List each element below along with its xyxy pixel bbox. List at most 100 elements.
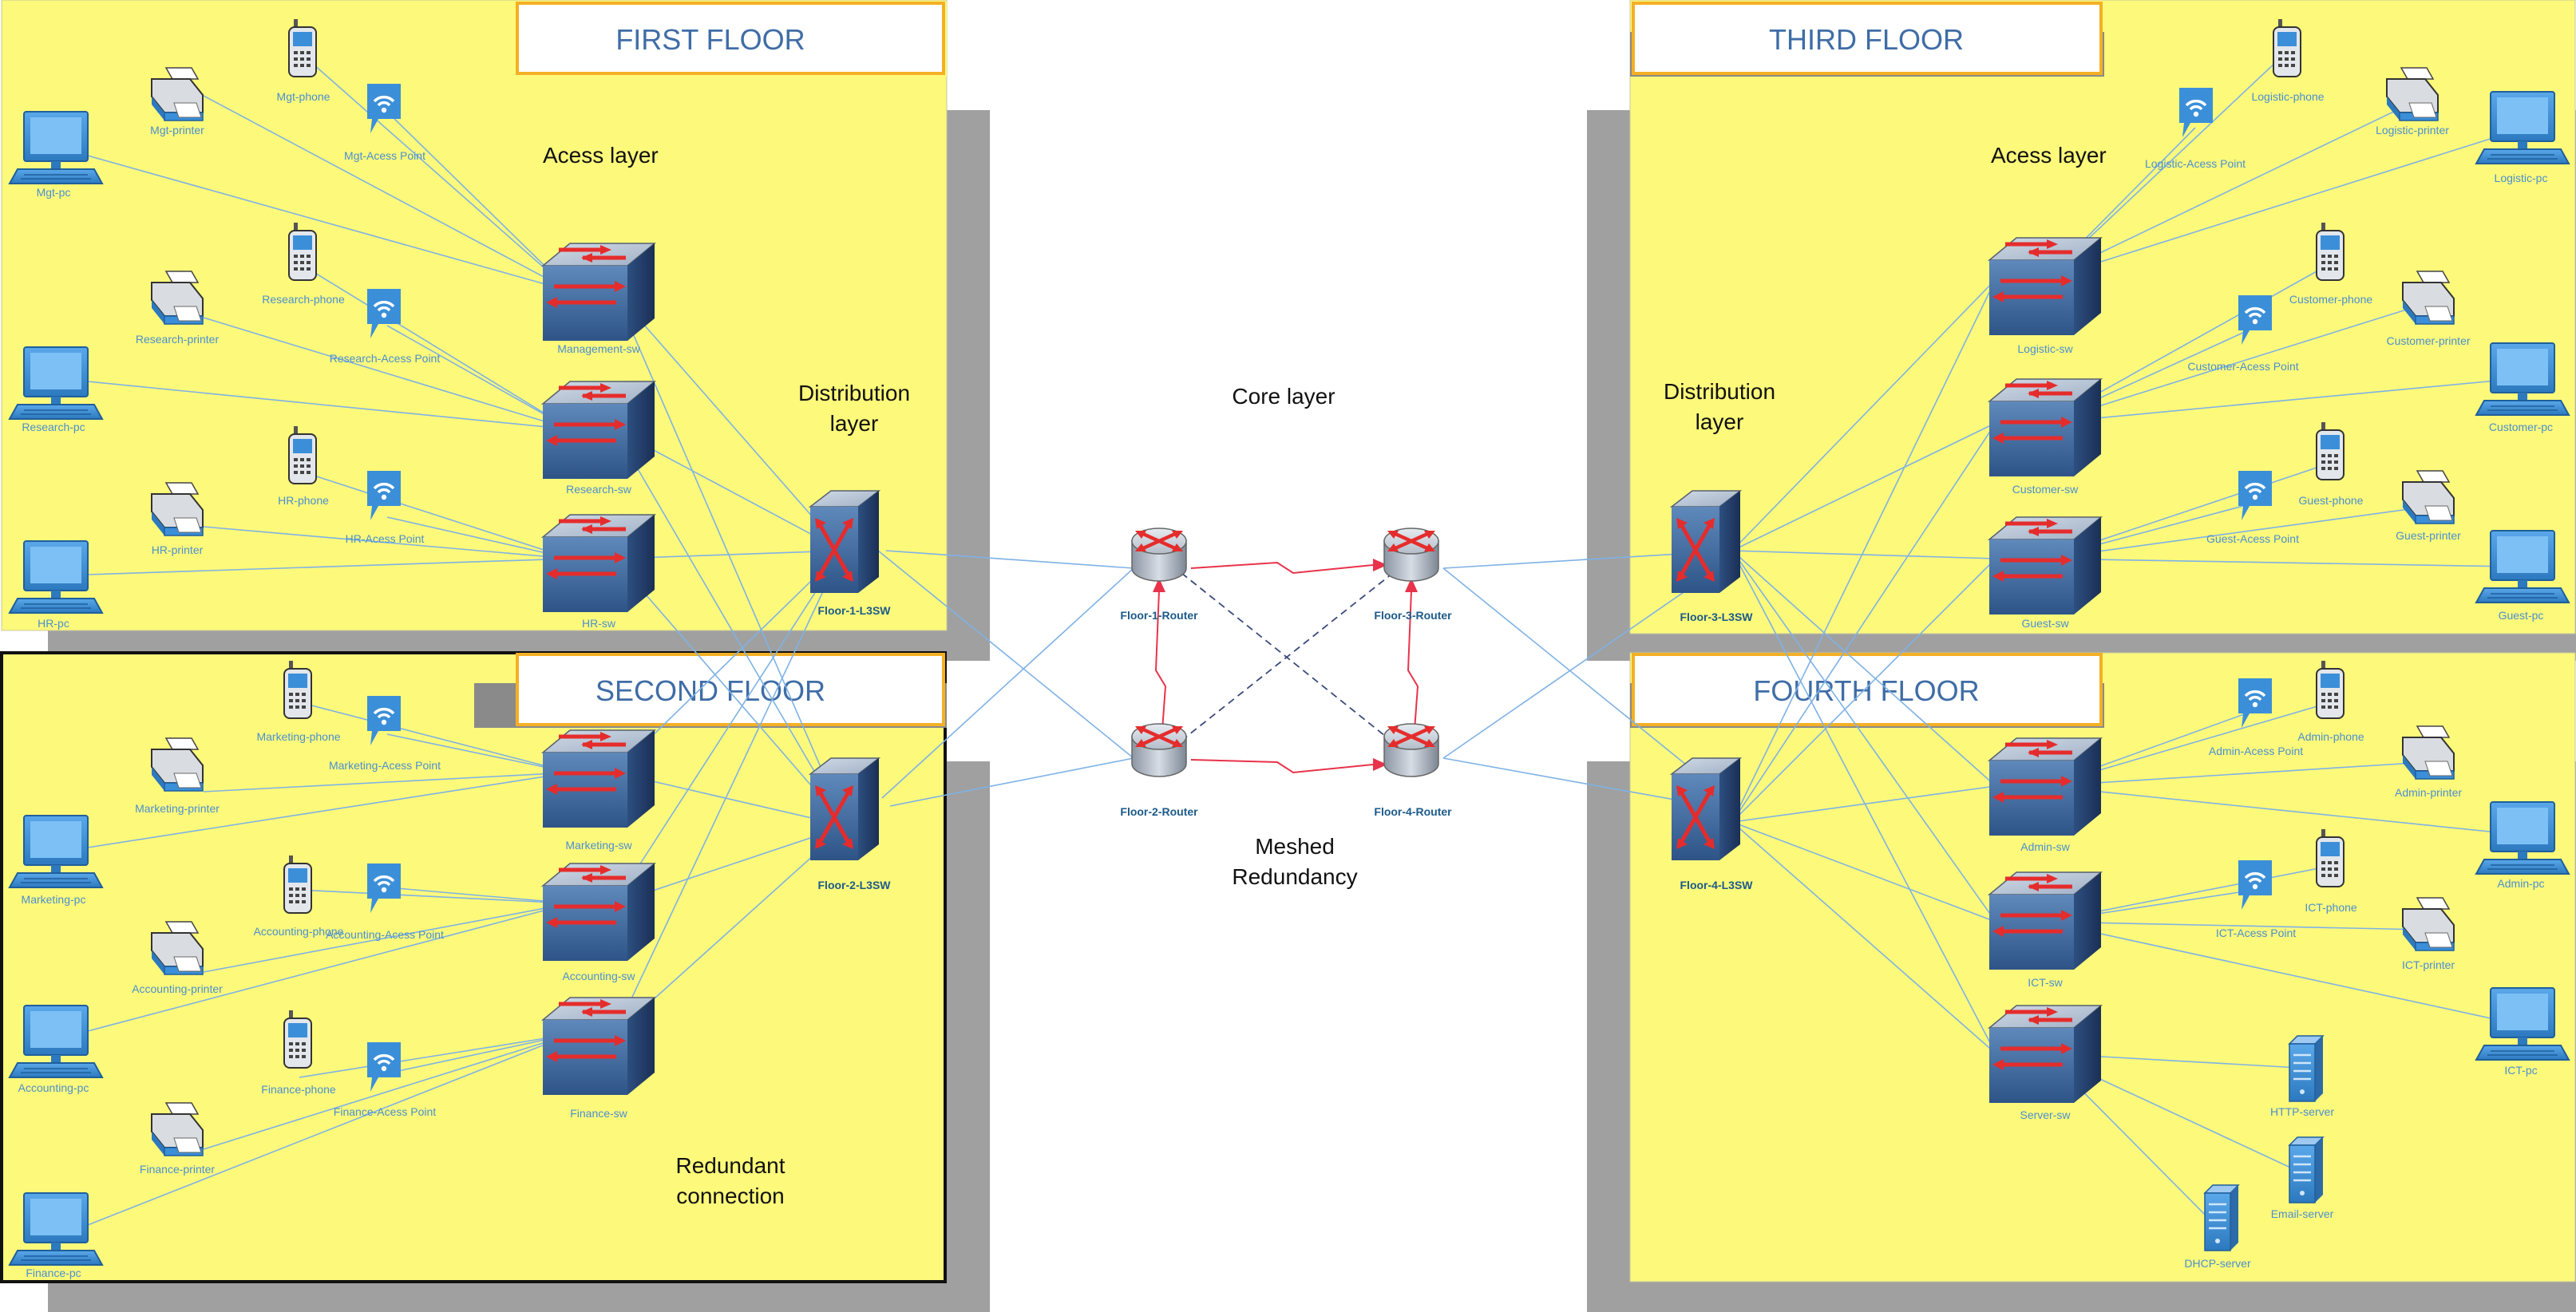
ict-switch[interactable] [1989,872,2101,970]
research-phone-label: Research-phone [262,293,345,306]
core-layer-label: Core layer [1232,384,1335,409]
floor-3-l3sw-label: Floor-3-L3SW [1680,611,1754,623]
http-server-label: HTTP-server [2270,1105,2334,1118]
hr-phone[interactable] [288,425,317,484]
floor-4-router[interactable] [1384,724,1438,777]
admin-printer-label: Admin-printer [2395,786,2462,799]
management-switch[interactable] [543,243,655,341]
floor-2-router-label: Floor-2-Router [1120,805,1198,818]
hr-pc[interactable] [9,540,103,614]
management-sw-label: Management-sw [557,342,640,355]
floor-2-router[interactable] [1132,724,1186,777]
marketing-pc-label: Marketing-pc [22,893,86,906]
accounting-phone[interactable] [283,855,312,914]
finance-printer-label: Finance-printer [140,1163,215,1176]
redundant-label-2: connection [676,1184,784,1208]
accounting-pc-label: Accounting-pc [18,1081,89,1094]
email-server[interactable] [2288,1136,2325,1204]
floor-1-router[interactable] [1132,528,1186,581]
guest-switch[interactable] [1989,517,2101,615]
first-floor-title: FIRST FLOOR [615,23,805,56]
marketing-phone[interactable] [283,660,312,719]
floor-3-router[interactable] [1384,528,1438,581]
guest-sw-label: Guest-sw [2021,617,2069,630]
admin-pc[interactable] [2475,801,2570,875]
distribution-label-third-1: Distribution [1664,379,1775,404]
email-server-label: Email-server [2271,1207,2334,1220]
distribution-label-third-2: layer [1696,409,1744,434]
floor-1-l3-switch[interactable] [810,491,879,593]
distribution-label-first-2: layer [830,411,879,436]
accounting-pc[interactable] [9,1005,103,1078]
finance-ap-label: Finance-Acess Point [334,1105,437,1118]
marketing-ap-label: Marketing-Acess Point [329,759,441,772]
research-sw-label: Research-sw [566,483,632,496]
research-phone[interactable] [288,222,317,281]
ict-ap-label: ICT-Acess Point [2216,927,2296,939]
marketing-phone-label: Marketing-phone [256,730,340,743]
customer-phone-label: Customer-phone [2289,293,2372,306]
research-switch[interactable] [543,381,655,479]
meshed-label-2: Redundancy [1232,864,1357,889]
guest-phone[interactable] [2316,421,2345,480]
distribution-label-first-1: Distribution [798,381,910,405]
research-printer-label: Research-printer [136,333,220,346]
mgt-phone-label: Mgt-phone [277,90,330,103]
customer-phone[interactable] [2316,222,2345,281]
hr-ap-label: HR-Acess Point [346,532,425,545]
meshed-label-1: Meshed [1255,834,1335,859]
server-sw-label: Server-sw [2020,1108,2071,1121]
links [87,47,2514,1226]
hr-phone-label: HR-phone [278,494,329,507]
finance-switch[interactable] [543,998,655,1095]
first-floor-panel [1,0,948,631]
admin-pc-label: Admin-pc [2497,877,2544,890]
hr-printer-label: HR-printer [152,543,204,556]
ict-sw-label: ICT-sw [2028,976,2063,989]
hr-switch[interactable] [543,515,655,612]
customer-switch[interactable] [1989,379,2101,476]
access-layer-label-first: Acess layer [543,143,659,168]
ict-phone[interactable] [2316,828,2345,887]
finance-phone[interactable] [283,1010,312,1069]
marketing-printer-label: Marketing-printer [135,802,220,815]
customer-pc[interactable] [2475,342,2570,416]
accounting-switch[interactable] [543,863,655,961]
marketing-sw-label: Marketing-sw [565,839,632,852]
floor-2-l3-switch[interactable] [810,758,879,860]
admin-phone[interactable] [2316,660,2345,719]
customer-printer-label: Customer-printer [2386,334,2470,347]
floor-3-l3-switch[interactable] [1672,491,1740,593]
mgt-pc-label: Mgt-pc [37,186,71,199]
ict-pc[interactable] [2475,987,2570,1061]
marketing-switch[interactable] [543,730,655,828]
accounting-sw-label: Accounting-sw [562,970,635,982]
logistic-sw-label: Logistic-sw [2017,342,2073,355]
fourth-floor-title: FOURTH FLOOR [1753,674,1979,707]
mgt-phone[interactable] [288,18,317,77]
guest-pc[interactable] [2475,530,2570,603]
dhcp-server[interactable] [2203,1184,2240,1252]
floor-3-router-label: Floor-3-Router [1374,609,1452,622]
server-switch[interactable] [1989,1006,2101,1103]
http-server[interactable] [2288,1034,2325,1103]
admin-switch[interactable] [1989,738,2101,836]
research-ap-label: Research-Acess Point [330,352,441,365]
research-pc[interactable] [9,346,103,420]
ict-printer-label: ICT-printer [2402,958,2455,971]
finance-pc[interactable] [9,1192,103,1266]
floor-1-router-label: Floor-1-Router [1120,609,1198,622]
logistic-phone[interactable] [2273,18,2301,77]
logistic-pc[interactable] [2475,91,2570,164]
mgt-ap-label: Mgt-Acess Point [344,149,425,162]
guest-phone-label: Guest-phone [2299,494,2364,507]
guest-ap-label: Guest-Acess Point [2206,532,2299,545]
finance-phone-label: Finance-phone [261,1083,336,1096]
dhcp-server-label: DHCP-server [2184,1257,2251,1270]
floor-4-l3-switch[interactable] [1672,758,1740,860]
floor-4-l3sw-label: Floor-4-L3SW [1680,879,1754,891]
logistic-switch[interactable] [1989,238,2101,335]
accounting-printer-label: Accounting-printer [132,982,223,995]
mgt-pc[interactable] [9,111,103,184]
marketing-pc[interactable] [9,815,103,888]
